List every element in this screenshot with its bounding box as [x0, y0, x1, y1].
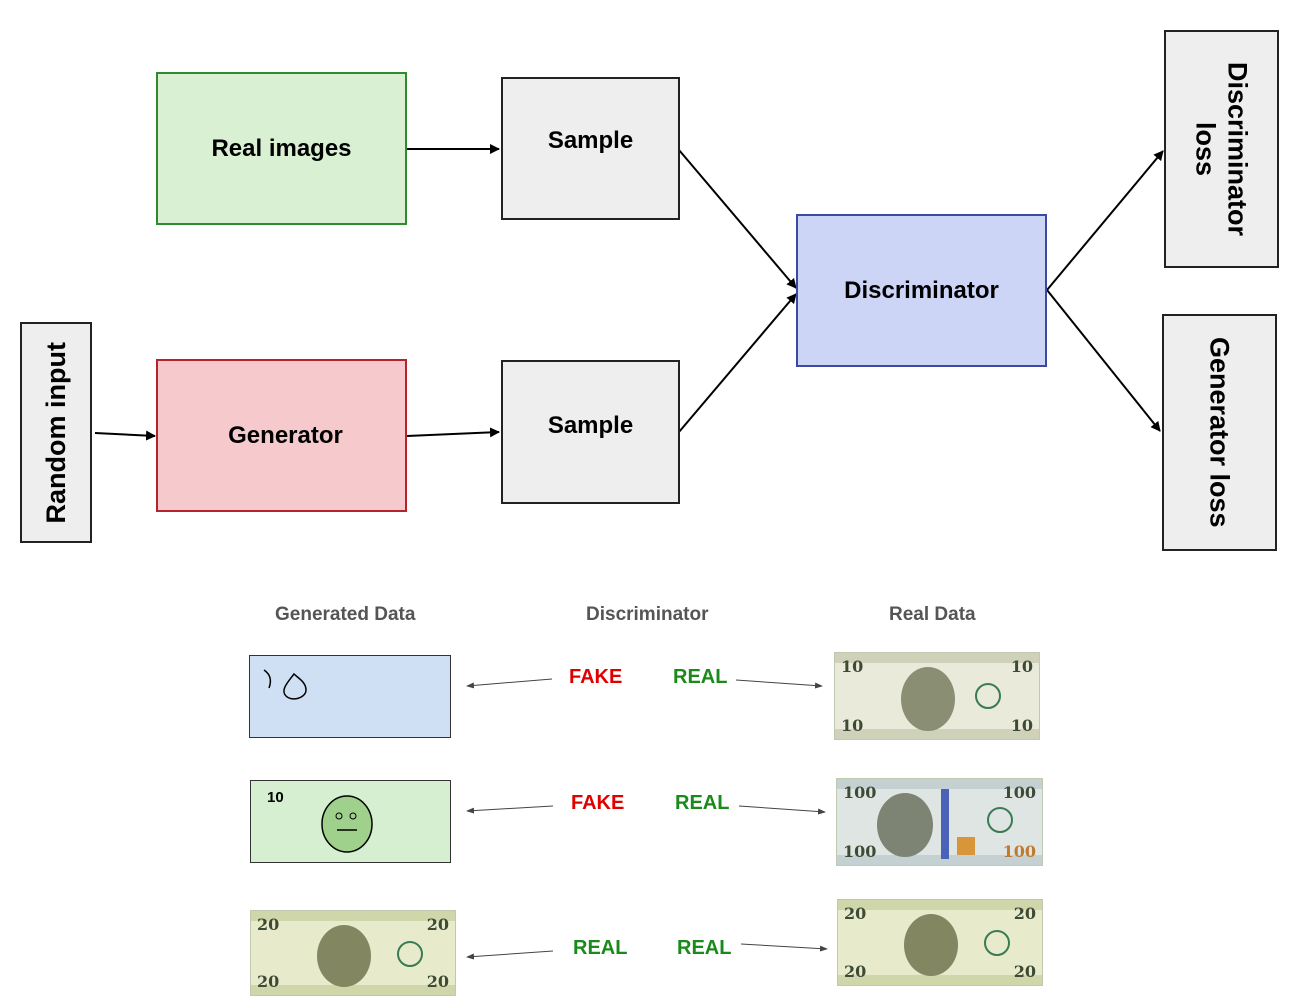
generator-box: Generator [156, 359, 407, 512]
generated-bill-twenty: 20 20 20 20 [250, 910, 456, 996]
discriminator-header: Discriminator [586, 604, 709, 625]
verdict-real-row3: REAL [677, 937, 732, 959]
arrow-fake-row1 [466, 678, 553, 689]
portrait-jackson-generated [317, 925, 371, 987]
arrow-fake-row2 [466, 805, 554, 814]
generated-image-scribble [249, 655, 451, 738]
sample-top-label: Sample [547, 126, 634, 154]
real-images-box: Real images [156, 72, 407, 225]
random-input-label: Random input [40, 341, 71, 524]
sample-top-box: Sample [501, 77, 680, 220]
portrait-hamilton [901, 667, 955, 731]
arrow-real-row1 [735, 679, 823, 689]
verdict-real-row2: REAL [675, 792, 730, 814]
verdict-generated-row2: FAKE [571, 792, 625, 814]
arrow-sample-bottom-to-discriminator [678, 293, 797, 433]
arrow-real-row3-right [740, 943, 828, 952]
verdict-generated-row3: REAL [573, 937, 628, 959]
verdict-real-row1: REAL [673, 666, 728, 688]
portrait-franklin [877, 793, 933, 857]
verdict-generated-row1: FAKE [569, 666, 623, 688]
generated-data-header: Generated Data [275, 604, 416, 625]
arrow-discriminator-to-gloss [1046, 289, 1161, 432]
sample-bottom-label: Sample [547, 412, 634, 439]
real-bill-twenty: 20 20 20 20 [837, 899, 1043, 986]
arrow-random-to-generator [94, 430, 156, 441]
generator-loss-box: Generator loss [1162, 314, 1277, 551]
real-bill-hundred: 100 100 100 100 [836, 778, 1043, 866]
generated-image-face: 10 [250, 780, 451, 863]
scribble-drawing [263, 669, 307, 700]
real-bill-ten: 10 10 10 10 [834, 652, 1040, 740]
arrow-real-row3-left [466, 950, 554, 960]
discriminator-box: Discriminator [796, 214, 1047, 367]
sample-bottom-box: Sample [501, 360, 680, 504]
portrait-jackson-real [904, 914, 958, 976]
generator-label: Generator [228, 421, 343, 449]
generator-loss-label: Generator loss [1204, 337, 1235, 528]
arrow-sample-top-to-discriminator [678, 149, 797, 289]
discriminator-loss-label: Discriminator loss [1190, 61, 1253, 237]
discriminator-loss-box: Discriminator loss [1164, 30, 1279, 268]
generated-bill-number: 10 [267, 789, 284, 806]
arrow-generator-to-sample [406, 427, 500, 438]
random-input-box: Random input [20, 322, 92, 543]
discriminator-label: Discriminator [844, 276, 999, 304]
arrow-discriminator-to-dloss [1046, 150, 1164, 291]
arrow-real-row2 [738, 805, 826, 815]
face-drawing [321, 795, 373, 853]
real-images-label: Real images [211, 134, 352, 162]
real-data-header: Real Data [889, 604, 976, 625]
